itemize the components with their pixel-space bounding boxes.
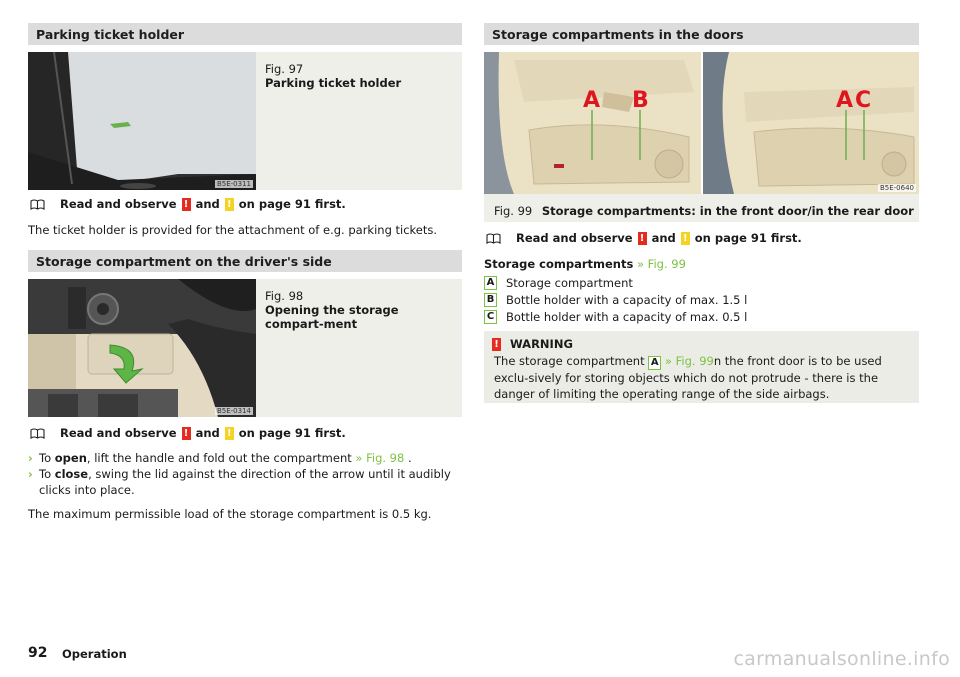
chevron-right-icon: › bbox=[28, 451, 33, 465]
read-prefix: Read and observe bbox=[516, 231, 633, 245]
warning-yellow-icon: ! bbox=[224, 426, 234, 440]
letter-badge: C bbox=[484, 310, 497, 324]
warning-text: The storage compartment A » Fig. 99n the… bbox=[494, 353, 894, 402]
book-icon bbox=[486, 232, 501, 244]
figure-caption: Fig. 99 Storage compartments: in the fro… bbox=[494, 204, 914, 218]
figure-caption: Fig. 98 Opening the storage compart-ment bbox=[265, 289, 455, 331]
bullet-text: . bbox=[404, 451, 412, 465]
read-and-observe-line: Read and observe ! and ! on page 91 firs… bbox=[30, 197, 346, 211]
letter-badge: A bbox=[484, 276, 497, 290]
figure-title: Opening the storage compart-ment bbox=[265, 303, 399, 331]
paragraph: The maximum permissible load of the stor… bbox=[28, 507, 432, 521]
section-title-parking-ticket-holder: Parking ticket holder bbox=[28, 23, 462, 45]
chevron-right-icon: › bbox=[28, 467, 33, 481]
figure-97: B5E-0311 Fig. 97 Parking ticket holder bbox=[28, 52, 462, 190]
watermark: carmanualsonline.info bbox=[733, 648, 950, 670]
read-and-observe-line: Read and observe ! and ! on page 91 firs… bbox=[486, 231, 802, 245]
read-suffix: on page 91 first. bbox=[238, 426, 346, 440]
read-suffix: on page 91 first. bbox=[238, 197, 346, 211]
callout-label: B bbox=[632, 88, 649, 113]
figure-number: Fig. 99 bbox=[494, 204, 533, 218]
bullet-bold: open bbox=[54, 451, 87, 465]
page-number: 92 bbox=[28, 645, 48, 661]
section-title-door-storage: Storage compartments in the doors bbox=[484, 23, 919, 45]
list-title: Storage compartments » Fig. 99 bbox=[484, 256, 919, 272]
figure-link[interactable]: » Fig. 99 bbox=[664, 354, 714, 368]
figure-code: B5E-0640 bbox=[877, 184, 916, 192]
figure-98: B5E-0314 Fig. 98 Opening the storage com… bbox=[28, 279, 462, 417]
warning-text-part: The storage compartment bbox=[494, 354, 649, 368]
warning-red-icon: ! bbox=[181, 197, 191, 211]
warning-label: WARNING bbox=[510, 337, 573, 351]
callout-label: C bbox=[855, 88, 872, 113]
footer-section-label: Operation bbox=[62, 647, 127, 661]
figure-link[interactable]: » Fig. 99 bbox=[636, 257, 686, 271]
list-item-text: Storage compartment bbox=[506, 276, 633, 290]
section-title-drivers-side: Storage compartment on the driver's side bbox=[28, 250, 462, 272]
paragraph: The ticket holder is provided for the at… bbox=[28, 223, 438, 237]
list-title-text: Storage compartments bbox=[484, 257, 634, 271]
list-item: C Bottle holder with a capacity of max. … bbox=[484, 309, 747, 325]
bullet-text: , lift the handle and fold out the compa… bbox=[86, 451, 356, 465]
list-item-text: Bottle holder with a capacity of max. 1.… bbox=[506, 293, 748, 307]
figure-title: Parking ticket holder bbox=[265, 76, 402, 90]
letter-badge: B bbox=[484, 293, 497, 307]
list-item: › To close, swing the lid against the di… bbox=[28, 466, 462, 498]
bullet-text: To bbox=[39, 467, 55, 481]
book-icon bbox=[30, 198, 45, 210]
drivers-storage-photo: B5E-0314 bbox=[28, 279, 256, 417]
parking-ticket-holder-photo: B5E-0311 bbox=[28, 52, 256, 190]
figure-number: Fig. 98 bbox=[265, 289, 304, 303]
list-item: › To open, lift the handle and fold out … bbox=[28, 450, 462, 466]
figure-number: Fig. 97 bbox=[265, 62, 304, 76]
figure-99: A B A C B5E-0640 Fig. 99 Storage compart… bbox=[484, 52, 919, 222]
figure-code: B5E-0311 bbox=[214, 180, 253, 188]
warning-yellow-icon: ! bbox=[680, 231, 690, 245]
warning-red-icon: ! bbox=[181, 426, 191, 440]
read-and: and bbox=[195, 197, 220, 211]
warning-red-icon: ! bbox=[637, 231, 647, 245]
list-item-text: Bottle holder with a capacity of max. 0.… bbox=[506, 310, 748, 324]
list-item: A Storage compartment bbox=[484, 275, 633, 291]
figure-title: Storage compartments: in the front door/… bbox=[541, 204, 914, 218]
door-storage-photo: A B A C B5E-0640 bbox=[484, 52, 919, 194]
callout-label: A bbox=[836, 88, 854, 113]
read-and: and bbox=[195, 426, 220, 440]
figure-link[interactable]: » Fig. 98 bbox=[355, 451, 405, 465]
warning-header: ! WARNING bbox=[492, 337, 573, 351]
read-prefix: Read and observe bbox=[60, 426, 177, 440]
warning-red-icon: ! bbox=[492, 337, 501, 351]
warning-box: ! WARNING The storage compartment A » Fi… bbox=[484, 331, 919, 403]
read-suffix: on page 91 first. bbox=[694, 231, 802, 245]
figure-code: B5E-0314 bbox=[214, 407, 253, 415]
read-and-observe-line: Read and observe ! and ! on page 91 firs… bbox=[30, 426, 346, 440]
letter-badge: A bbox=[648, 356, 662, 370]
bullet-text: , swing the lid against the direction of… bbox=[39, 467, 451, 497]
book-icon bbox=[30, 427, 45, 439]
warning-yellow-icon: ! bbox=[224, 197, 234, 211]
warning-text-part: n the front door is to be used exclu-siv… bbox=[494, 354, 882, 401]
callout-label: A bbox=[583, 88, 601, 113]
read-and: and bbox=[651, 231, 676, 245]
list-item: B Bottle holder with a capacity of max. … bbox=[484, 292, 747, 308]
bullet-bold: close bbox=[54, 467, 89, 481]
figure-caption: Fig. 97 Parking ticket holder bbox=[265, 62, 455, 90]
bullet-text: To bbox=[39, 451, 55, 465]
read-prefix: Read and observe bbox=[60, 197, 177, 211]
